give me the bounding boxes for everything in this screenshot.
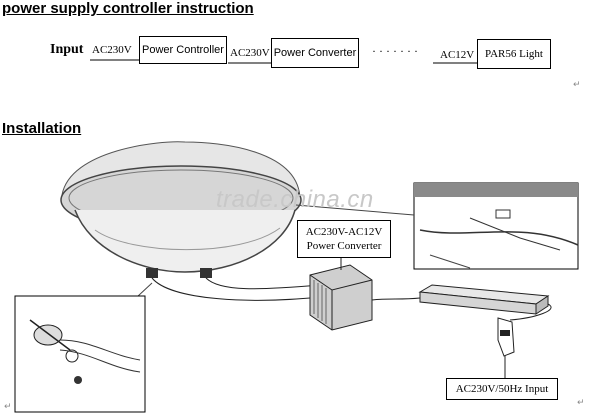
paragraph-mark-left: ↵ <box>4 402 12 412</box>
power-controller-box: Power Controller <box>139 36 227 64</box>
flow-dots: · · · · · · · <box>372 44 418 58</box>
power-converter-box: Power Converter <box>271 38 359 68</box>
wire-lamp-converter-a <box>151 277 331 301</box>
par56-light-box: PAR56 Light <box>477 39 551 69</box>
power-plug <box>497 317 515 357</box>
flow-mid-voltage: AC230V <box>230 47 270 59</box>
wire-converter-controller <box>371 297 421 301</box>
par56-lamp <box>60 141 302 278</box>
power-converter-block <box>309 264 373 331</box>
lamp-clip-detail-inset <box>413 182 579 270</box>
paragraph-mark-bottom: ↵ <box>577 398 585 408</box>
flow-input-voltage: AC230V <box>92 44 132 56</box>
paragraph-mark: ↵ <box>573 80 581 90</box>
flow-input-label: Input <box>50 42 84 57</box>
installation-heading: Installation <box>2 120 82 137</box>
watermark: trade.china.cn <box>216 186 374 213</box>
controller-instruction-heading: power supply controller instruction <box>2 0 254 17</box>
wire-controller-plug <box>509 303 552 321</box>
clip-pointer-line <box>295 204 415 216</box>
wire-lamp-converter-b <box>205 277 321 290</box>
mounting-detail-inset <box>14 295 146 413</box>
converter-label-line1: AC230V-AC12V <box>305 226 383 238</box>
power-controller-device <box>418 284 550 315</box>
ac-input-label-box: AC230V/50Hz Input <box>446 378 558 400</box>
converter-label-line2: Power Converter <box>306 240 382 252</box>
converter-label-box: AC230V-AC12V Power Converter <box>297 220 391 258</box>
flow-output-voltage: AC12V <box>440 49 475 61</box>
